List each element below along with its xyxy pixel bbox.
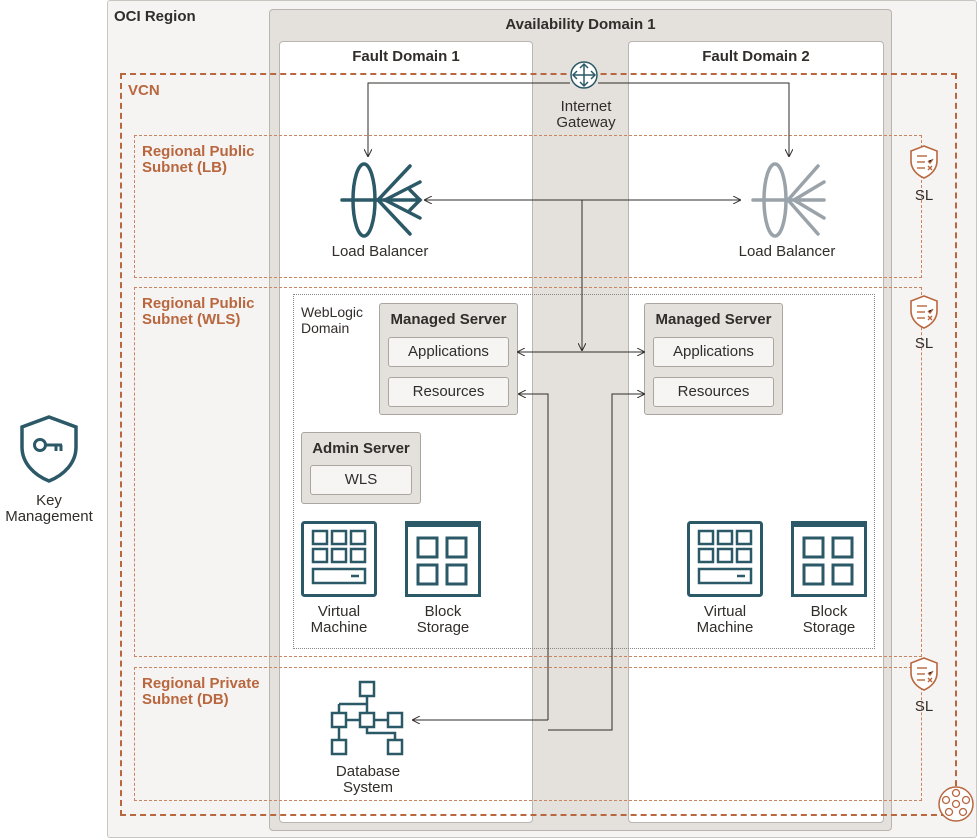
load-balancer-standby-icon	[751, 162, 826, 238]
weblogic-domain-label: WebLogic Domain	[301, 304, 363, 336]
subnet-db-label-line2: Subnet (DB)	[142, 691, 229, 708]
load-balancer-icon	[340, 162, 423, 238]
block-storage-icon	[405, 521, 481, 597]
weblogic-domain-label-line1: WebLogic	[301, 304, 364, 320]
resources-1: Resources	[388, 377, 509, 407]
internet-gateway-icon	[570, 61, 598, 89]
virtual-machine-1-label-line1: Virtual	[317, 603, 361, 620]
load-balancer-1-label: Load Balancer	[331, 243, 429, 260]
sl-label-2: SL	[914, 335, 934, 352]
ms1-db-line	[519, 394, 549, 720]
block-storage-1-label: Block Storage	[393, 604, 493, 636]
weblogic-domain	[293, 294, 875, 649]
managed-server-2-title: Managed Server	[655, 311, 772, 328]
virtual-machine-icon	[301, 521, 377, 597]
security-list-icon	[910, 295, 938, 329]
key-management-icon	[20, 415, 78, 483]
block-storage-1-label-line2: Storage	[416, 619, 470, 636]
virtual-machine-1-label: Virtual Machine	[289, 604, 389, 636]
resources-2: Resources	[653, 377, 774, 407]
weblogic-domain-label-line2: Domain	[301, 320, 350, 336]
oci-region-label: OCI Region	[114, 8, 196, 25]
fault-domain-2	[628, 41, 884, 823]
key-management-label-line2: Management	[5, 508, 93, 525]
block-storage-1-label-line1: Block	[424, 603, 462, 620]
gateway-to-lb1-line	[368, 82, 570, 156]
fault-domain-1-label: Fault Domain 1	[352, 48, 460, 65]
vcn-boundary	[120, 73, 957, 816]
security-list-icon	[910, 657, 938, 691]
database-system-icon	[330, 680, 404, 756]
internet-gateway-label-line2: Gateway	[556, 114, 616, 131]
ms2-db-line	[548, 394, 644, 731]
subnet-lb-label-line1: Regional Public	[142, 143, 255, 160]
subnet-db-label: Regional Private Subnet (DB)	[142, 676, 260, 708]
block-storage-2-label-line2: Storage	[802, 619, 856, 636]
subnet-wls-label: Regional Public Subnet (WLS)	[142, 296, 255, 328]
gateway-to-lb2-line	[598, 82, 789, 156]
applications-2: Applications	[653, 337, 774, 367]
availability-domain-label: Availability Domain 1	[505, 16, 656, 33]
block-storage-2-label-line1: Block	[810, 603, 848, 620]
virtual-machine-2-label: Virtual Machine	[675, 604, 775, 636]
key-management-label-line1: Key	[36, 492, 62, 509]
internet-gateway-label-line1: Internet	[560, 98, 612, 115]
database-system-label-line2: System	[342, 779, 393, 796]
subnet-wls	[134, 287, 922, 657]
wls-box: WLS	[310, 465, 412, 495]
internet-gateway-label: Internet Gateway	[536, 99, 636, 131]
sl-label-3: SL	[914, 698, 934, 715]
database-system-label-line1: Database	[335, 763, 401, 780]
subnet-lb	[134, 135, 922, 278]
virtual-machine-1-label-line2: Machine	[310, 619, 368, 636]
fault-domain-2-label: Fault Domain 2	[702, 48, 810, 65]
admin-server-title: Admin Server	[312, 440, 410, 457]
database-system-label: Database System	[318, 764, 418, 796]
sl-label-1: SL	[914, 187, 934, 204]
security-list-icon	[910, 145, 938, 179]
subnet-db-label-line1: Regional Private	[142, 675, 260, 692]
virtual-machine-icon	[687, 521, 763, 597]
key-management-label: Key Management	[0, 493, 98, 525]
subnet-lb-label-line2: Subnet (LB)	[142, 159, 227, 176]
subnet-lb-label: Regional Public Subnet (LB)	[142, 144, 255, 176]
managed-server-1-title: Managed Server	[390, 311, 507, 328]
block-storage-icon	[791, 521, 867, 597]
vcn-icon	[938, 786, 974, 822]
virtual-machine-2-label-line1: Virtual	[703, 603, 747, 620]
vcn-label: VCN	[128, 82, 160, 99]
subnet-db	[134, 667, 922, 801]
subnet-wls-label-line1: Regional Public	[142, 295, 255, 312]
load-balancer-2-label: Load Balancer	[738, 243, 836, 260]
virtual-machine-2-label-line2: Machine	[696, 619, 754, 636]
subnet-wls-label-line2: Subnet (WLS)	[142, 311, 241, 328]
block-storage-2-label: Block Storage	[779, 604, 879, 636]
applications-1: Applications	[388, 337, 509, 367]
